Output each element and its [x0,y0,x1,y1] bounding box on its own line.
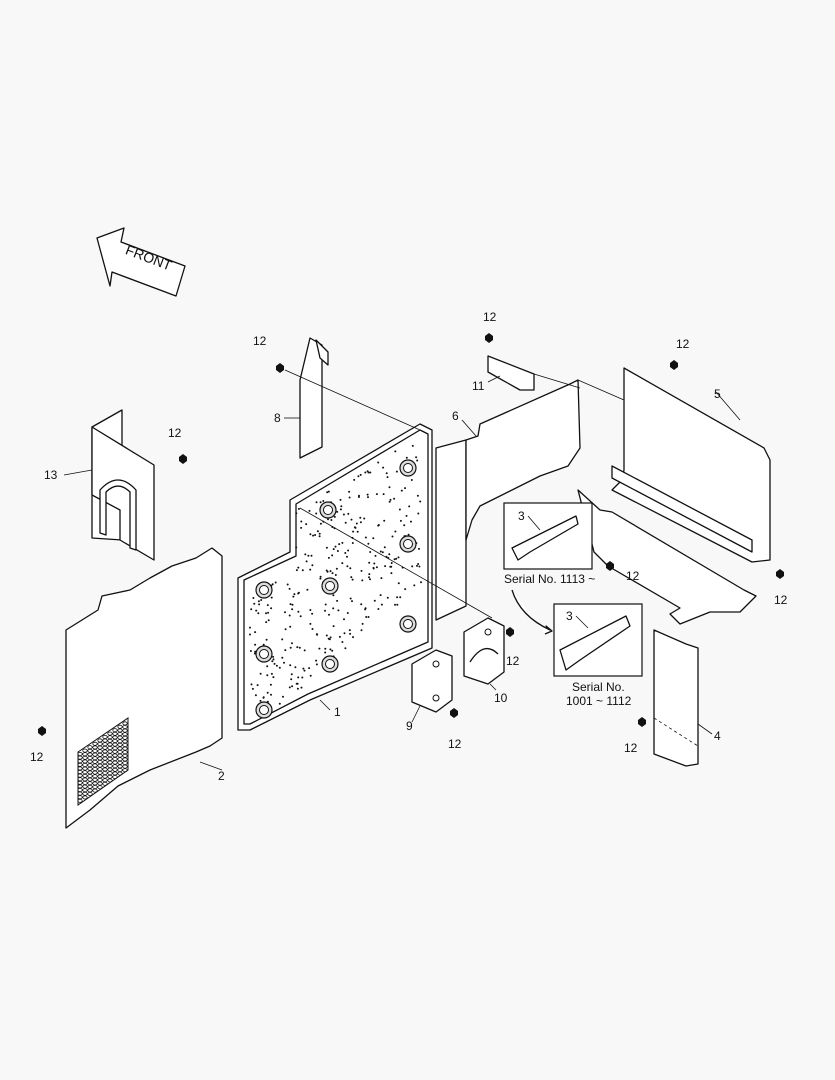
part-9-block [411,649,453,723]
part-8-bracket [284,337,329,459]
bolt-12 [450,708,458,718]
board-mount-holes [255,459,417,719]
part-4-strip [653,629,713,767]
part-11-bracket [487,355,535,391]
bolt-12 [776,569,784,579]
serial-note-lower-2: 1001 ~ 1112 [566,694,632,708]
part-11-label: 11 [472,379,485,393]
bolt-12-label: 12 [624,741,638,755]
part-6-plate [435,379,581,621]
part-2-side-panel [65,547,223,829]
part-1-label: 1 [334,705,341,719]
bolt-12-label: 12 [626,569,640,583]
bolt-12 [179,454,187,464]
front-arrow: FRONT [96,227,186,297]
part-2-label: 2 [218,769,225,783]
part-6-label: 6 [452,409,459,423]
part-4-label: 4 [714,729,721,743]
part-3-upper-label: 3 [518,509,525,523]
bolt-12 [670,360,678,370]
bolt-12 [485,333,493,343]
bolt-12-label: 12 [168,426,182,440]
bolt-12-label: 12 [506,654,520,668]
part-3-lower-label: 3 [566,609,573,623]
bolt-12-label: 12 [253,334,267,348]
bolt-12 [506,627,514,637]
part-13-label: 13 [44,468,58,482]
serial-note-upper: Serial No. 1113 ~ [504,572,595,586]
bolt-12-label: 12 [676,337,690,351]
panel-mesh-grille [77,717,129,806]
part-10-block [463,617,505,691]
part-10-label: 10 [494,691,508,705]
assembly-lines [284,369,625,619]
part-13-cover [63,409,155,561]
bolt-12 [38,726,46,736]
part-8-label: 8 [274,411,281,425]
bolts: 12 12 12 12 12 12 12 12 12 12 [30,310,788,764]
bolt-12 [606,561,614,571]
bolt-12-label: 12 [483,310,497,324]
part-1-board [237,423,433,731]
bolt-12-label: 12 [448,737,462,751]
part-5-top-plate [611,367,771,563]
detail-box-lower: 3 Serial No. 1001 ~ 1112 [553,603,643,708]
detail-box-upper: 3 Serial No. 1113 ~ [503,502,595,586]
part-5-label: 5 [714,387,721,401]
bolt-12 [638,717,646,727]
bolt-12-label: 12 [774,593,788,607]
bolt-12-label: 12 [30,750,44,764]
serial-note-lower-1: Serial No. [572,680,625,694]
bolt-12 [276,363,284,373]
part-9-label: 9 [406,719,413,733]
